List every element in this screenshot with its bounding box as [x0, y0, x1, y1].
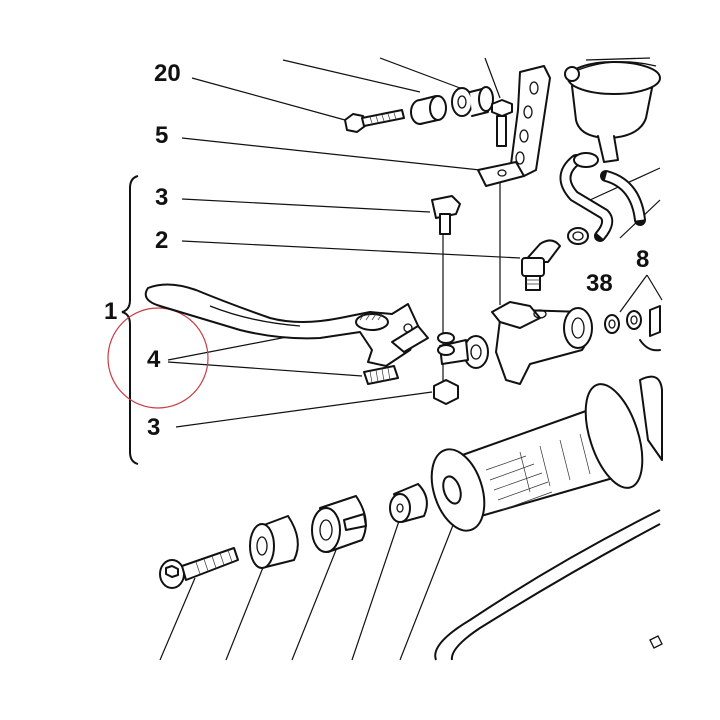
pivot-pin-part-3-top: [431, 195, 461, 235]
bar-end-plug: [389, 483, 428, 523]
callout-2: 2: [155, 227, 169, 254]
callout-38: 38: [586, 270, 613, 297]
handlebar-grip: [430, 383, 644, 532]
switch-housing-edge: [639, 375, 663, 461]
brake-lever: [144, 283, 429, 367]
callout-8: 8: [636, 246, 650, 273]
nut-part-3-bottom: [433, 379, 459, 405]
brake-hose: [559, 152, 646, 245]
mounting-bracket-part-5: [477, 65, 551, 187]
callout-5: 5: [155, 122, 169, 149]
fluid-reservoir: [564, 57, 661, 163]
callout-3-top: 3: [155, 184, 169, 211]
fitting-part-8: [604, 305, 661, 352]
adjuster-screw-part-4: [363, 365, 399, 385]
callout-3-bottom: 3: [147, 414, 161, 441]
socket-cap-screw: [159, 547, 239, 589]
callout-20: 20: [154, 60, 181, 87]
master-cylinder: [437, 301, 593, 385]
assembly-bracket: [121, 175, 139, 465]
leader-lines: [159, 57, 663, 661]
banjo-fitting-part-2: [521, 239, 561, 291]
callout-1: 1: [104, 298, 118, 325]
bottom-right-frame: [434, 509, 663, 661]
split-sleeve: [311, 495, 367, 553]
vertical-bolt: [491, 99, 513, 147]
bushing: [249, 515, 299, 569]
bolt-part-20: [344, 109, 405, 133]
spacer-parts: [410, 86, 494, 125]
callout-4: 4: [147, 346, 161, 373]
highlight-circle: [107, 307, 209, 409]
